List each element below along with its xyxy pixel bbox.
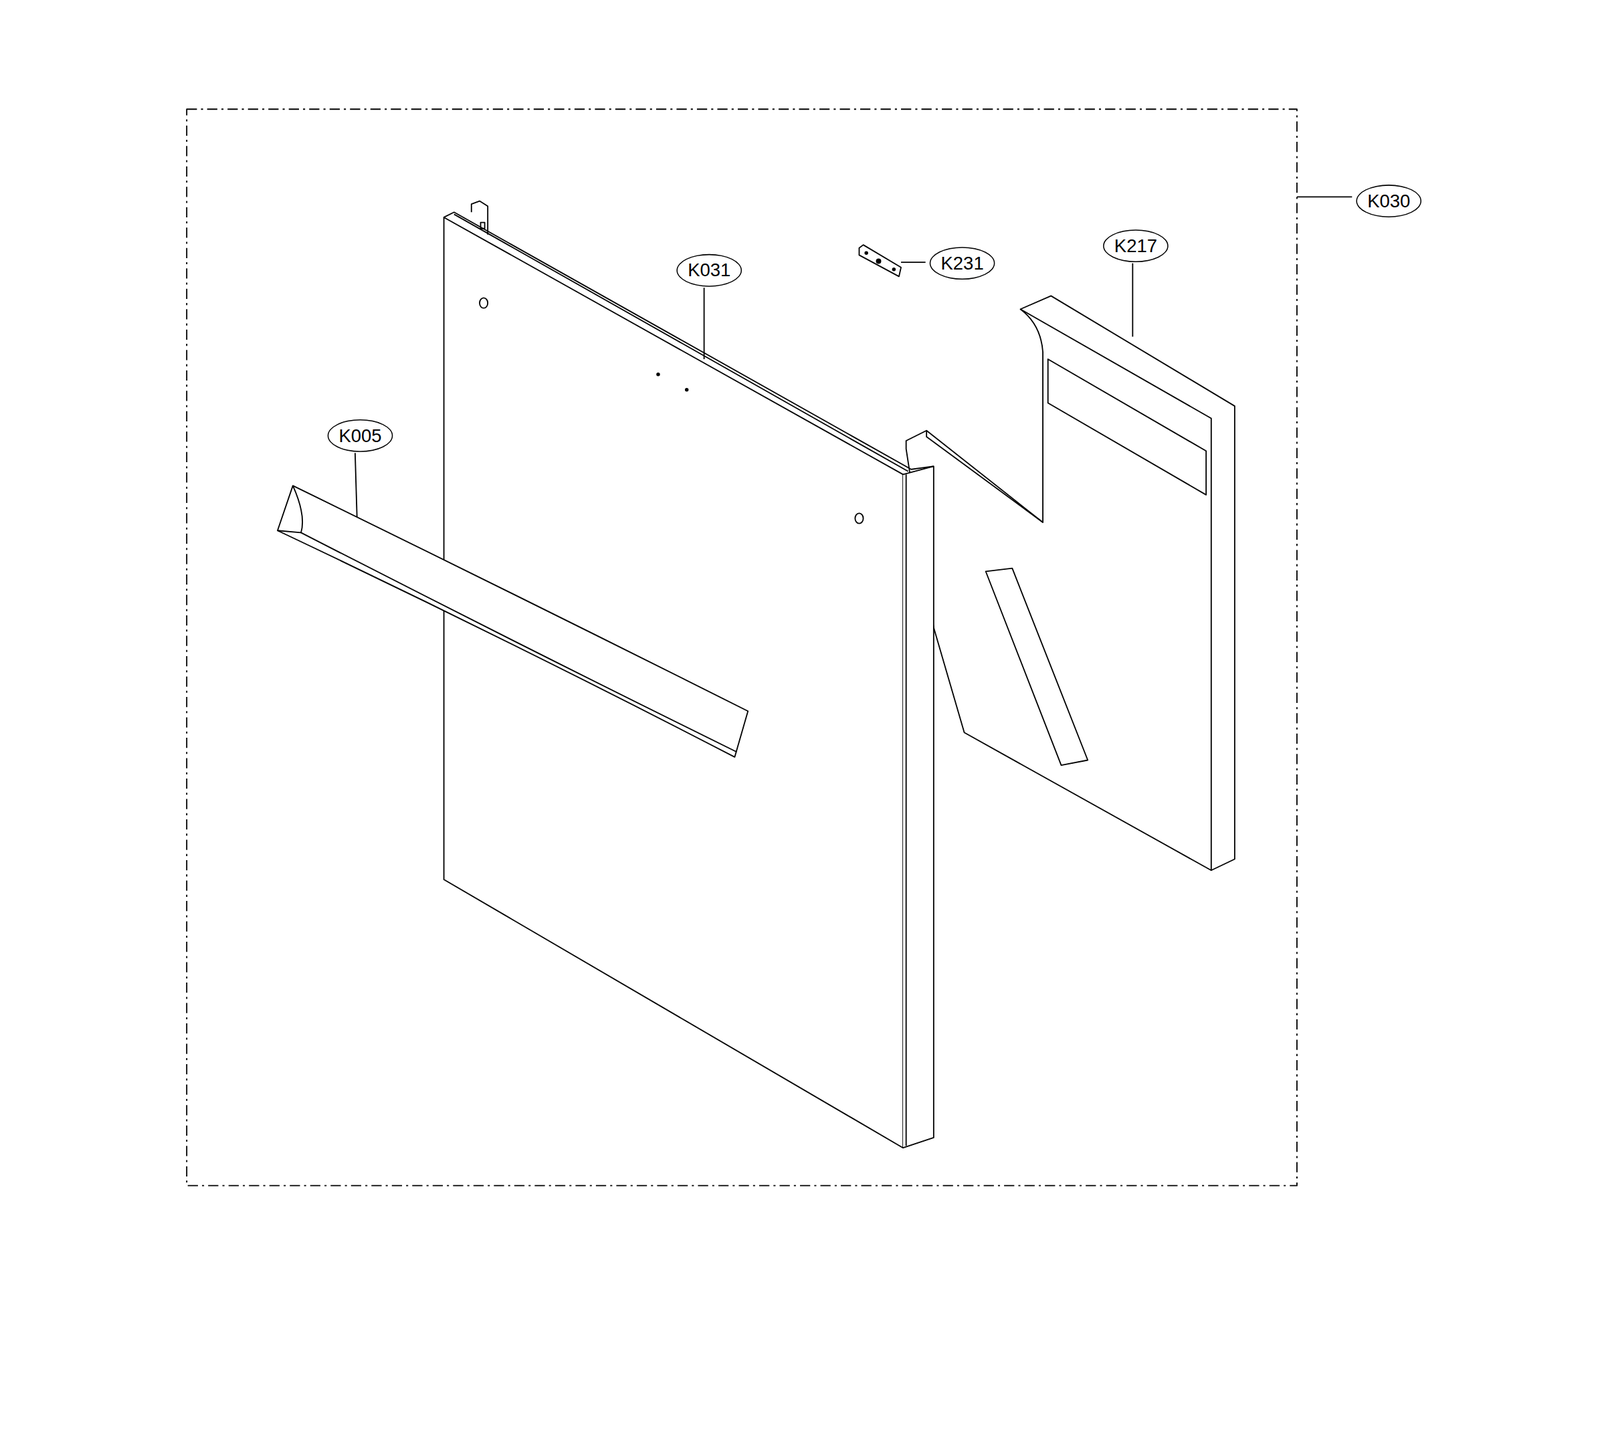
door-top-edge [454,214,909,471]
panel-strip [985,568,1089,766]
door-side-edge [905,474,908,1146]
panel-window [1048,359,1207,495]
inner-panel [906,295,1235,871]
callout-number: K030 [1355,184,1422,218]
bracket-hole [876,258,881,263]
bracket-hole [864,251,868,255]
leader-line [355,452,358,523]
panel-edge [926,430,1043,523]
callout-number: K005 [327,419,394,453]
door-dot [685,388,689,392]
door-side [903,466,934,1148]
kit-boundary [186,109,1297,1186]
handle-edge [277,530,302,533]
door-handle [277,485,748,758]
panel-edge [1020,309,1212,871]
leader-line [901,261,926,263]
leader-line [703,287,706,360]
door-hinge-tab [471,201,488,235]
callout-number: K031 [676,254,742,287]
callout-number: K231 [929,246,996,280]
bracket-hole [892,268,896,271]
leader-line [1296,196,1352,198]
handle-edge [292,485,738,752]
door-hole [854,513,863,524]
callout-number: K217 [1103,229,1169,263]
door-top-edge [444,212,934,469]
door-hinge-hole [480,222,485,229]
door-dot [656,373,660,376]
leader-line [1131,263,1134,338]
door-hole [479,297,488,308]
bracket-part [858,244,902,277]
